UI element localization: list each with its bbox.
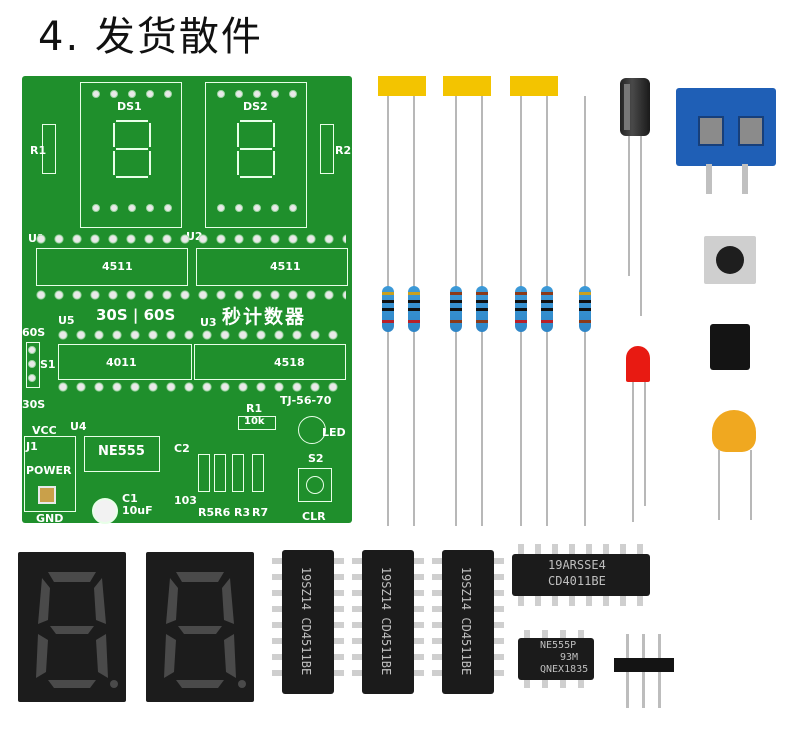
power-label: POWER (26, 464, 72, 477)
ds2-label: DS2 (243, 100, 268, 113)
u5-ic-label: 4011 (106, 356, 137, 369)
tape-2 (443, 76, 491, 96)
r-left-label: R1 (30, 144, 47, 157)
chip2-marking: 19SZ14 CD4511BE (379, 566, 394, 676)
c2-label: C2 (174, 442, 190, 455)
s30-label: 30S (22, 398, 46, 411)
u3-ic-label: 4518 (274, 356, 305, 369)
s1-pad-2 (28, 360, 36, 368)
u1-outline (36, 248, 188, 286)
model-label: TJ-56-70 (280, 394, 332, 407)
j1-outline (24, 436, 76, 512)
ne555-outline (84, 436, 160, 472)
ds1-digit-outline (113, 120, 151, 178)
r7-outline (252, 454, 264, 492)
r3-label: R3 (234, 506, 251, 519)
u1-ic-label: 4511 (102, 260, 133, 273)
s2-button-circle (306, 476, 324, 494)
chip3-marking: 19SZ14 CD4511BE (459, 566, 474, 676)
page-title: 4. 发货散件 (38, 14, 263, 60)
s1-outline (26, 342, 40, 388)
r1-label: R1 (246, 402, 263, 415)
r5r6-label: R5R6 (198, 506, 231, 519)
u-pads-row2 (36, 290, 346, 300)
digit-8-icon (164, 572, 246, 688)
resistor-2 (408, 286, 420, 332)
u-pads-row1 (36, 234, 346, 244)
ds1-outline (80, 82, 182, 228)
u5-outline (58, 344, 192, 380)
r3-outline (232, 454, 244, 492)
digit-8-icon (36, 572, 118, 688)
ds2-digit-outline (237, 120, 275, 178)
s1-pad-1 (28, 346, 36, 354)
ne555-label: NE555 (98, 444, 145, 459)
u-pads-row4 (58, 382, 346, 392)
ne555-marking-line3: QNEX1835 (540, 664, 589, 675)
u-pads-row3 (58, 330, 346, 340)
seven-segment-display-2 (146, 552, 254, 702)
u4-label: U4 (70, 420, 87, 433)
u5-label: U5 (58, 314, 75, 327)
u2-outline (196, 248, 348, 286)
gnd-label: GND (36, 512, 64, 525)
ne555-marking-line2: 93M (560, 652, 579, 663)
j1-label: J1 (26, 440, 38, 453)
s60-label: 60S (22, 326, 46, 339)
chip4-marking-line1: 19ARSSE4 (548, 558, 606, 572)
chip4-marking-line2: CD4011BE (548, 574, 606, 588)
mode-label: 30S | 60S (96, 306, 176, 324)
r2-label: R2 (335, 144, 352, 157)
clr-label: CLR (302, 510, 326, 523)
jumper-cap (710, 324, 750, 370)
resistor-4 (476, 286, 488, 332)
r7-label: R7 (252, 506, 269, 519)
r2-outline (320, 124, 334, 174)
u2-ic-label: 4511 (270, 260, 301, 273)
u3-label: U3 (200, 316, 217, 329)
cn-title-label: 秒计数器 (222, 306, 307, 328)
c2-value-label: 103 (174, 494, 197, 507)
s1-pad-3 (28, 374, 36, 382)
c1-label: C1 (122, 492, 138, 505)
c1-outline (92, 498, 118, 524)
s1-label: S1 (40, 358, 56, 371)
resistor-7 (579, 286, 591, 332)
resistor-6 (541, 286, 553, 332)
resistor-5 (515, 286, 527, 332)
ds2-outline (205, 82, 307, 228)
r1-value-label: 10k (244, 416, 265, 427)
s2-outline (298, 468, 332, 502)
led-outline (298, 416, 326, 444)
r5-outline (198, 454, 210, 492)
power-jack-pad (38, 486, 56, 504)
u3-outline (194, 344, 346, 380)
vcc-label: VCC (32, 424, 57, 437)
c1-value-label: 10uF (122, 504, 153, 517)
r1-outline (238, 416, 276, 430)
r6-outline (214, 454, 226, 492)
chip1-marking: 19SZ14 CD4511BE (299, 566, 314, 676)
ds1-label: DS1 (117, 100, 142, 113)
led-label: LED (322, 426, 346, 439)
tape-3 (510, 76, 558, 96)
ne555-marking-line1: NE555P (540, 640, 577, 651)
tape-1 (378, 76, 426, 96)
r-left-outline (42, 124, 56, 174)
resistor-1 (382, 286, 394, 332)
seven-segment-display-1 (18, 552, 126, 702)
s2-label: S2 (308, 452, 324, 465)
resistor-3 (450, 286, 462, 332)
pcb-board: DS1 DS2 R1 R2 U1 U2 4511 4511 30S | 60S … (22, 76, 352, 525)
